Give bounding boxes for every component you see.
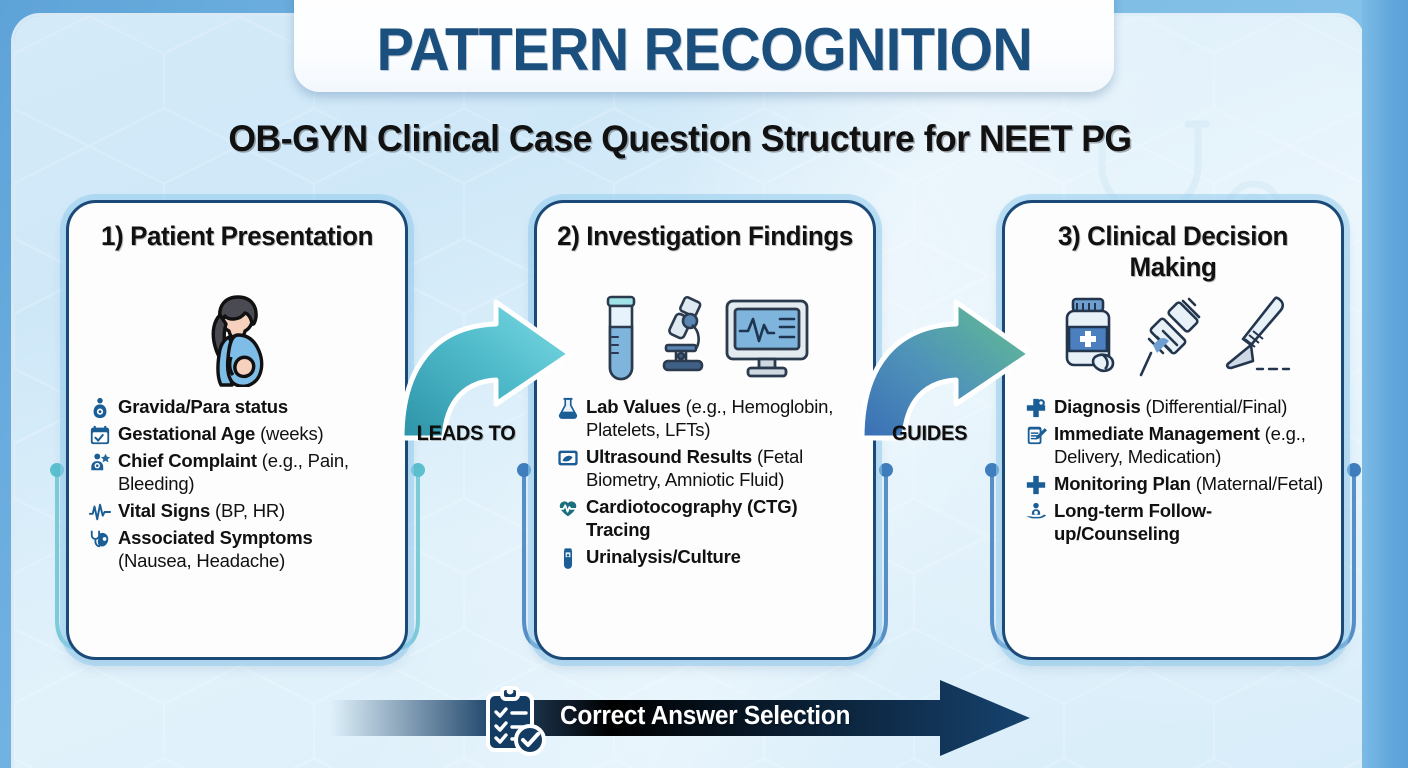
arrow-right-icon (330, 680, 1030, 756)
card3-icon-row (1019, 291, 1327, 387)
list-item: Long-term Follow-up/Counseling (1025, 499, 1325, 546)
list-item: Urinalysis/Culture (557, 545, 857, 569)
list-item: Immediate Management (e.g., Delivery, Me… (1025, 422, 1325, 469)
bullet-rest: (Nausea, Headache) (118, 550, 286, 572)
list-item: Ultrasound Results (Fetal Biometry, Amni… (557, 445, 857, 492)
bullet-bold: Chief Complaint (118, 450, 257, 471)
list-item: Cardiotocography (CTG) Tracing (557, 495, 857, 542)
microscope-icon (662, 295, 704, 372)
card-investigation-findings[interactable]: 2) Investigation Findings (534, 200, 876, 660)
card2-icon-row (551, 291, 859, 387)
ultrasound-image-icon (558, 450, 578, 466)
list-item: Associated Symptoms (Nausea, Headache) (89, 526, 389, 573)
medicine-bottle-icon (1065, 297, 1115, 373)
bullet-rest: (Maternal/Fetal) (1190, 472, 1324, 494)
connector-leads-to (399, 299, 573, 441)
card1-icon-row (83, 291, 391, 387)
medical-cross-gear-icon (1026, 398, 1046, 418)
list-item: Monitoring Plan (Maternal/Fetal) (1025, 472, 1325, 496)
flask-icon (558, 397, 578, 419)
medical-cross-icon (1026, 475, 1046, 495)
bullet-rest: (e.g., Pain, Bleeding) (118, 450, 349, 495)
list-item: Diagnosis (Differential/Final) (1025, 395, 1325, 419)
list-item: Gestational Age (weeks) (89, 422, 389, 446)
test-tube-icon (606, 295, 636, 381)
urine-sample-icon (563, 548, 573, 569)
patient-complaint-icon (91, 453, 111, 471)
bullet-rest: (Differential/Final) (1140, 396, 1288, 417)
bottom-banner-label: Correct Answer Selection (560, 702, 851, 730)
bottom-arrow-banner: Correct Answer Selection (330, 676, 1030, 760)
bullet-bold: Gestational Age (118, 423, 256, 444)
card3-heading: 3) Clinical Decision Making (1057, 221, 1288, 283)
connector-guides (859, 299, 1033, 441)
card1-heading: 1) Patient Presentation (100, 221, 374, 251)
bullet-bold: Associated Symptoms (118, 526, 313, 548)
title-banner: PATTERN RECOGNITION (294, 0, 1114, 92)
bullet-rest: (e.g., Delivery, Medication) (1054, 423, 1306, 468)
bullet-rest: (Fetal Biometry, Amniotic Fluid) (586, 445, 804, 491)
card2-heading: 2) Investigation Findings (557, 221, 853, 251)
card-clinical-decision-making[interactable]: 3) Clinical Decision Making (1002, 200, 1344, 660)
list-item: Chief Complaint (e.g., Pain, Bleeding) (89, 449, 389, 496)
bullet-rest: (e.g., Hemoglobin, Platelets, LFTs) (586, 396, 834, 441)
list-item: Vital Signs (BP, HR) (89, 499, 389, 523)
bullet-bold: Urinalysis/Culture (586, 545, 741, 567)
heart-pulse-icon (558, 501, 578, 517)
pregnant-woman-icon (211, 295, 264, 387)
connector-leads-to-label: LEADS TO (416, 422, 516, 445)
bullet-bold: Vital Signs (118, 499, 211, 521)
bullet-bold: Immediate Management (1054, 423, 1260, 444)
card3-bullet-list: Diagnosis (Differential/Final) Immediate… (1019, 395, 1327, 546)
page-title: PATTERN RECOGNITION (376, 16, 1032, 83)
bullet-bold: Cardiotocography (CTG) Tracing (586, 495, 798, 541)
bullet-bold: Long-term Follow-up/Counseling (1054, 499, 1212, 545)
clipboard-pen-icon (1027, 426, 1047, 445)
card2-bullet-list: Lab Values (e.g., Hemoglobin, Platelets,… (551, 395, 859, 569)
pregnancy-person-icon (93, 397, 107, 419)
ecg-monitor-icon (725, 299, 809, 378)
connector-guides-label: GUIDES (891, 422, 968, 445)
bullet-rest: (weeks) (255, 423, 324, 444)
bullet-bold: Lab Values (586, 396, 681, 417)
list-item: Gravida/Para status (89, 395, 389, 419)
list-item: Lab Values (e.g., Hemoglobin, Platelets,… (557, 395, 857, 442)
stethoscope-head-icon (90, 530, 109, 548)
vital-signs-waveform-icon (89, 503, 111, 521)
syringe-icon (1139, 297, 1201, 377)
hand-care-icon (1025, 502, 1047, 519)
bullet-bold: Ultrasound Results (586, 445, 753, 467)
scalpel-icon (1225, 296, 1291, 371)
card-patient-presentation[interactable]: 1) Patient Presentation (66, 200, 408, 660)
bullet-rest: (BP, HR) (210, 499, 286, 521)
bullet-bold: Gravida/Para status (118, 396, 288, 417)
calendar-check-icon (90, 425, 110, 445)
card1-bullet-list: Gravida/Para status Gestational Age (wee… (83, 395, 391, 573)
clipboard-check-icon (486, 686, 546, 756)
right-edge-strip (1362, 0, 1408, 768)
bullet-bold: Diagnosis (1054, 396, 1141, 417)
subtitle: OB-GYN Clinical Case Question Structure … (228, 118, 1132, 159)
bullet-bold: Monitoring Plan (1054, 472, 1191, 494)
